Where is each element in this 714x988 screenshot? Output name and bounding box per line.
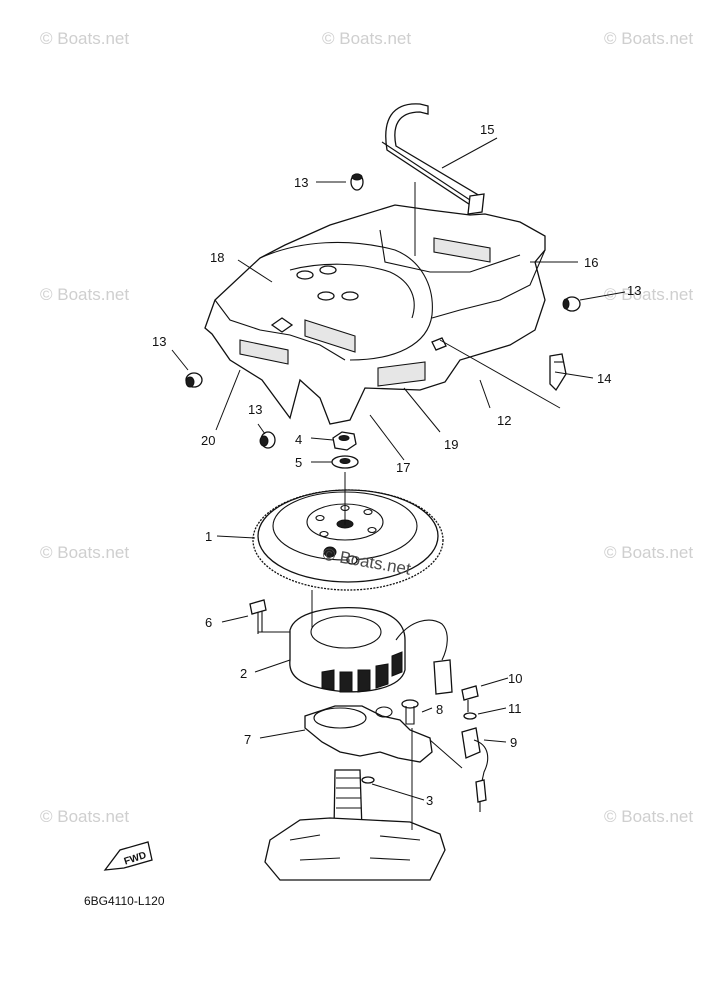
crankcase (264, 769, 446, 881)
callout-10: 10 (508, 671, 522, 686)
callout-7: 7 (244, 732, 251, 747)
callout-19: 19 (444, 437, 458, 452)
callout-3: 3 (426, 793, 433, 808)
key-part-3 (361, 776, 375, 784)
flywheel-cover-part-12 (204, 204, 546, 425)
callout-17: 17 (396, 460, 410, 475)
hose-part-15 (381, 103, 485, 215)
washer-part-5 (331, 455, 359, 469)
callout-20: 20 (201, 433, 215, 448)
callout-6: 6 (205, 615, 212, 630)
callout-13: 13 (248, 402, 262, 417)
callout-16: 16 (584, 255, 598, 270)
diagram-code: 6BG4110-L120 (84, 894, 165, 908)
callout-13: 13 (627, 283, 641, 298)
callout-11: 11 (508, 701, 522, 716)
coil-part-9 (461, 727, 489, 812)
watermark: © Boats.net (40, 543, 129, 562)
nut-part-4 (332, 431, 357, 451)
stator-part-2 (289, 606, 453, 695)
callout-12: 12 (497, 413, 511, 428)
base-part-7 (304, 705, 433, 763)
callout-1: 1 (205, 529, 212, 544)
watermark: © Boats.net (604, 807, 693, 826)
callout-5: 5 (295, 455, 302, 470)
callout-13: 13 (294, 175, 308, 190)
watermark: © Boats.net (40, 807, 129, 826)
grommet-part-13 (185, 372, 203, 388)
grommet-part-13 (259, 431, 276, 449)
washer-part-11 (463, 712, 477, 720)
watermark: © Boats.net (604, 285, 693, 304)
watermark: © Boats.net (322, 29, 411, 48)
callout-13: 13 (152, 334, 166, 349)
flywheel-part-1 (252, 489, 444, 591)
screw-part-8 (401, 699, 419, 725)
callouts: 15 13 18 16 13 13 14 13 12 20 19 4 5 17 … (152, 122, 641, 808)
watermark: © Boats.net (40, 285, 129, 304)
leader-lines (171, 137, 626, 830)
watermarks: © Boats.net © Boats.net © Boats.net © Bo… (40, 29, 693, 826)
bolt-part-6 (249, 599, 267, 634)
callout-18: 18 (210, 250, 224, 265)
callout-4: 4 (295, 432, 302, 447)
callout-8: 8 (436, 702, 443, 717)
watermark: © Boats.net (40, 29, 129, 48)
grommet-part-13 (562, 296, 581, 312)
fwd-arrow-icon: FWD (103, 841, 153, 871)
callout-14: 14 (597, 371, 611, 386)
callout-9: 9 (510, 735, 517, 750)
callout-2: 2 (240, 666, 247, 681)
watermark: © Boats.net (604, 543, 693, 562)
callout-15: 15 (480, 122, 494, 137)
watermark: © Boats.net (604, 29, 693, 48)
bolt-part-10 (461, 685, 479, 712)
grommet-part-13 (350, 173, 364, 191)
